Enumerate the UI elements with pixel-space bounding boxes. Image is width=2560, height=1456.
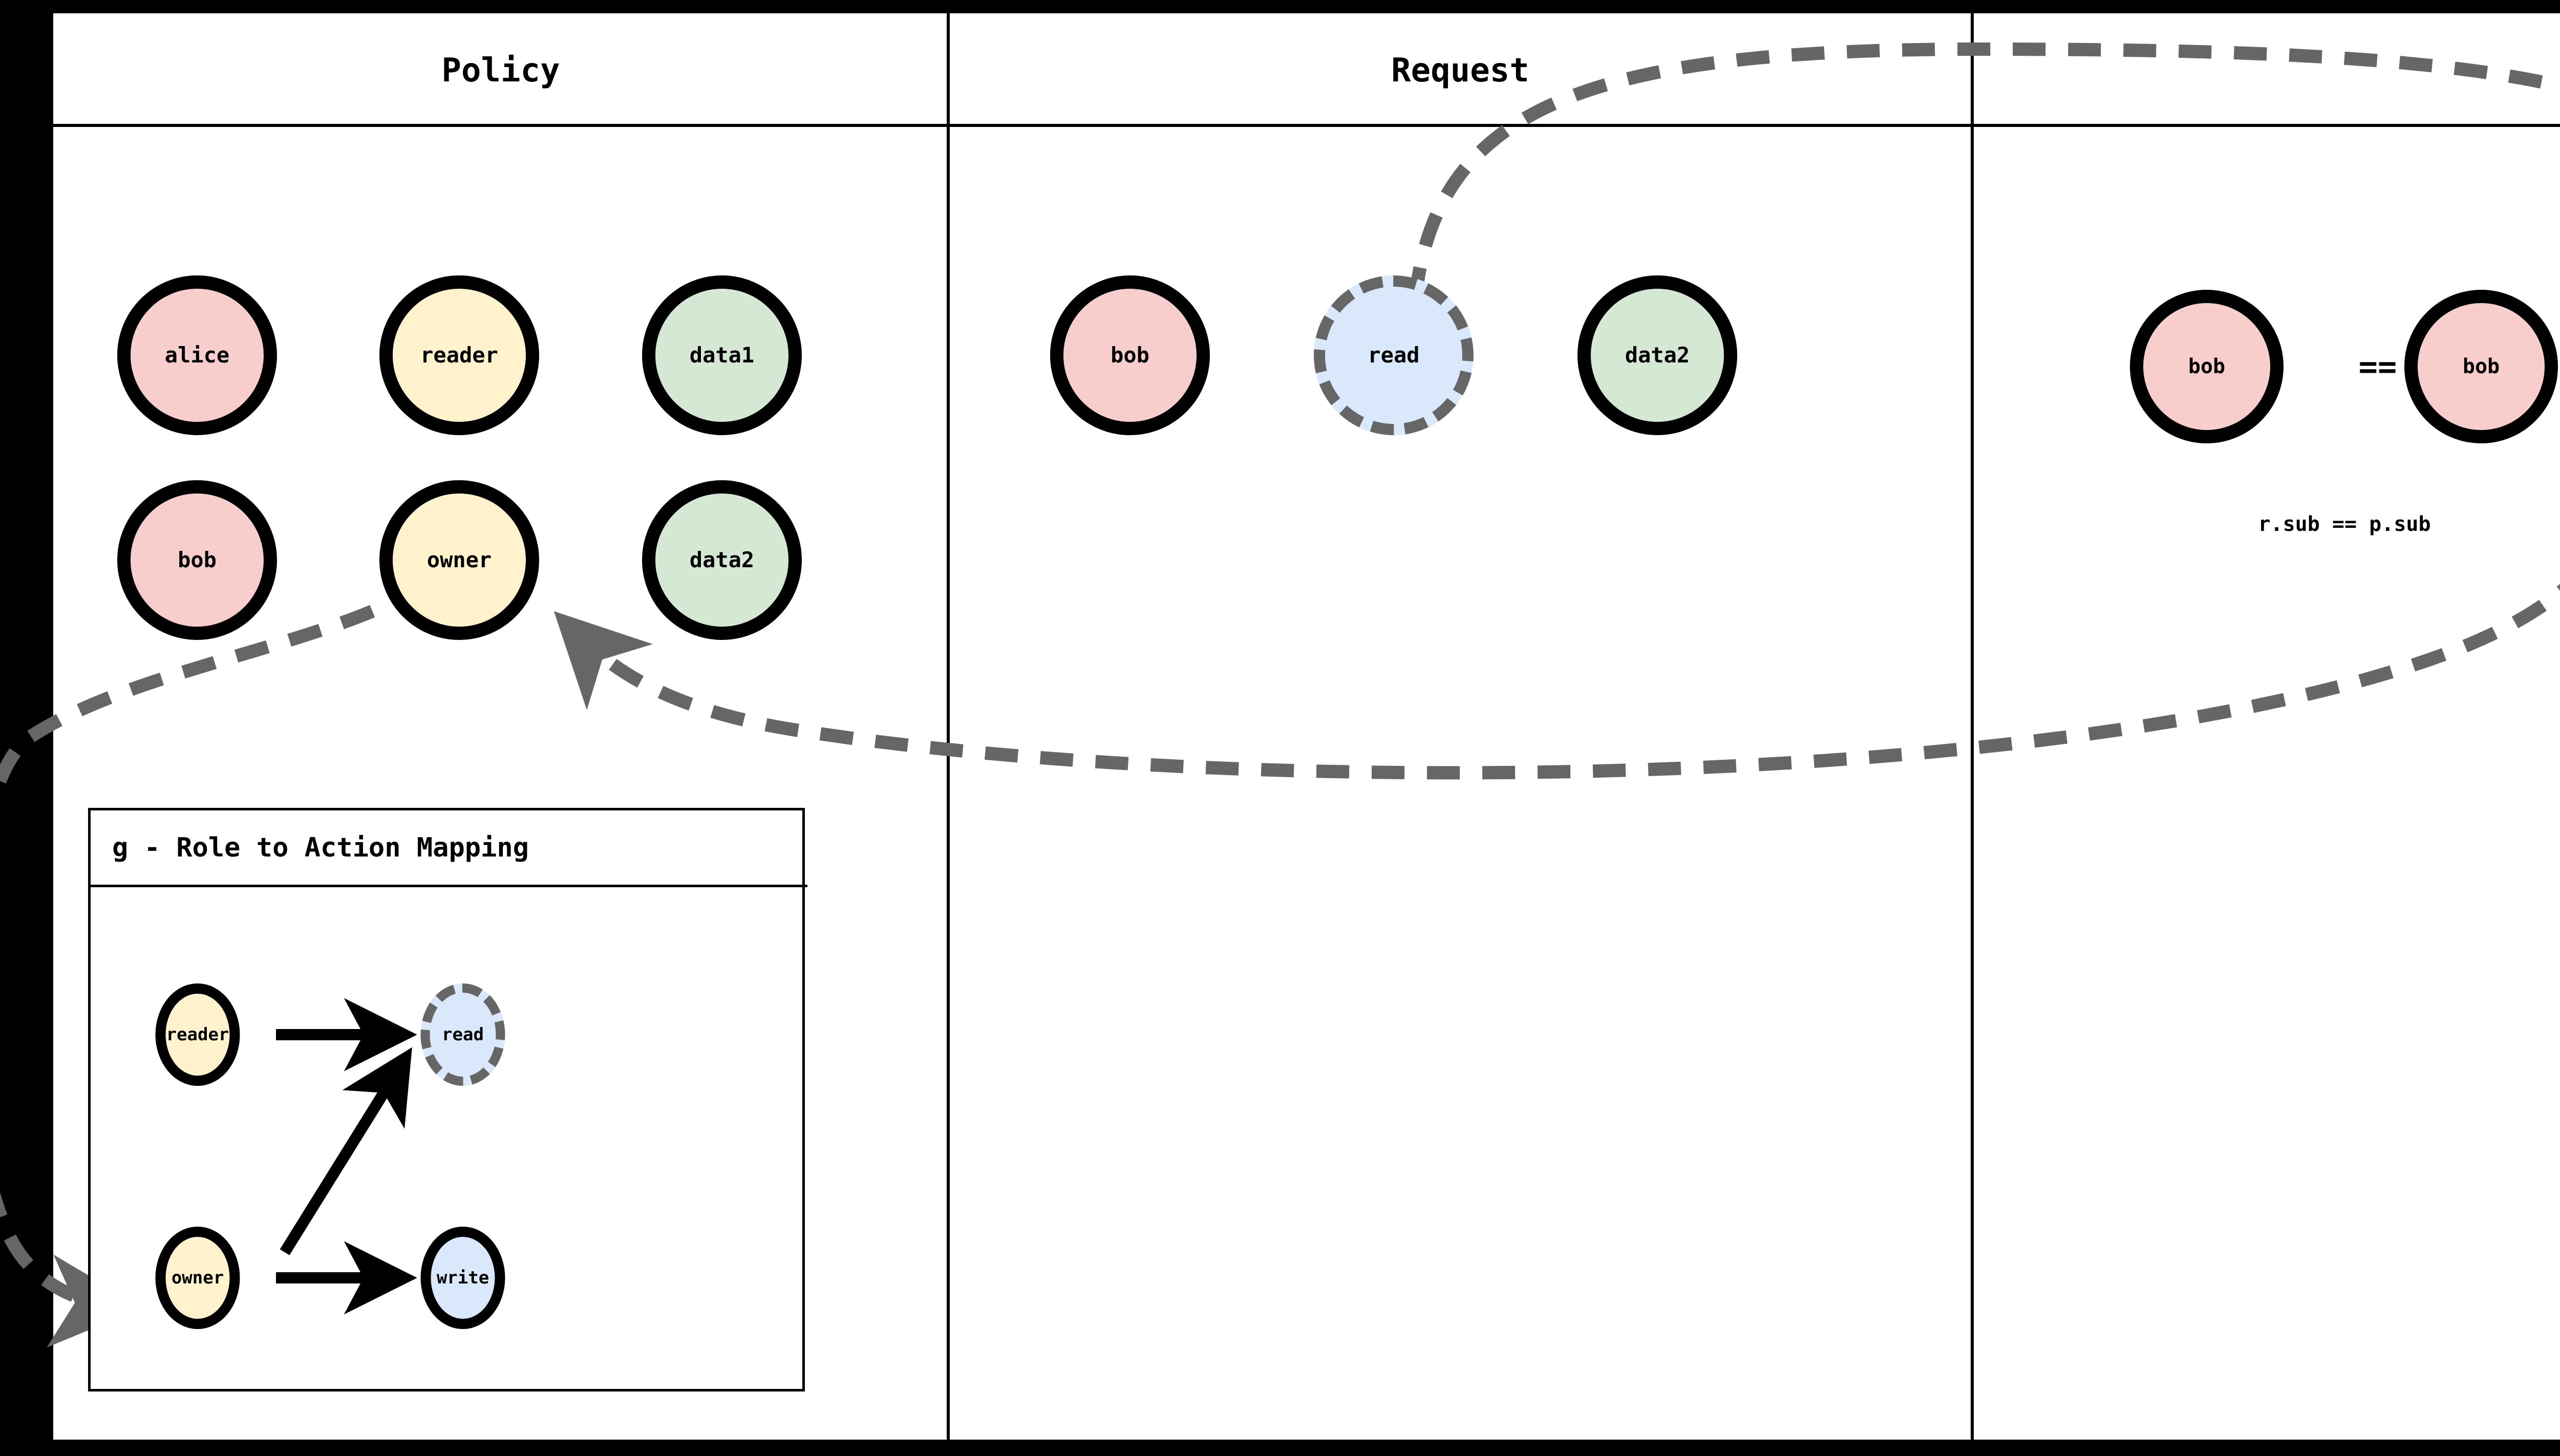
subgraph-node-write[interactable]: write [420,1227,505,1329]
policy-node-data2[interactable]: data2 [642,480,802,640]
subgraph-edge-owner-to-read [280,1047,412,1255]
subgraph-title: g - Role to Action Mapping [91,810,807,887]
frame-layer [53,13,2560,1440]
trace-edge-request-read-to-matching-read [1409,42,2560,301]
matching-caption-subject: r.sub == p.sub [2258,512,2431,536]
column-title-policy: Policy [441,52,560,90]
trace-edge-policy-owner-to-subgraph-owner [0,581,425,1347]
subgraph-node-read[interactable]: read [420,983,505,1086]
subgraph-role-action-mapping: g - Role to Action Mapping [88,808,807,1391]
subgraph-node-owner[interactable]: owner [155,1227,240,1329]
trace-edge-matching-owner-to-policy-owner [553,584,2560,780]
subgraph-node-reader[interactable]: reader [155,983,240,1086]
matching-op-eq-sub: == [2358,348,2397,386]
request-node-bob[interactable]: bob [1050,275,1210,435]
subgraph-edge-layer [276,998,417,1315]
diagram-sheet: Policy Request Matching alice reader dat… [0,13,2560,1440]
column-title-request: Request [1391,52,1529,90]
